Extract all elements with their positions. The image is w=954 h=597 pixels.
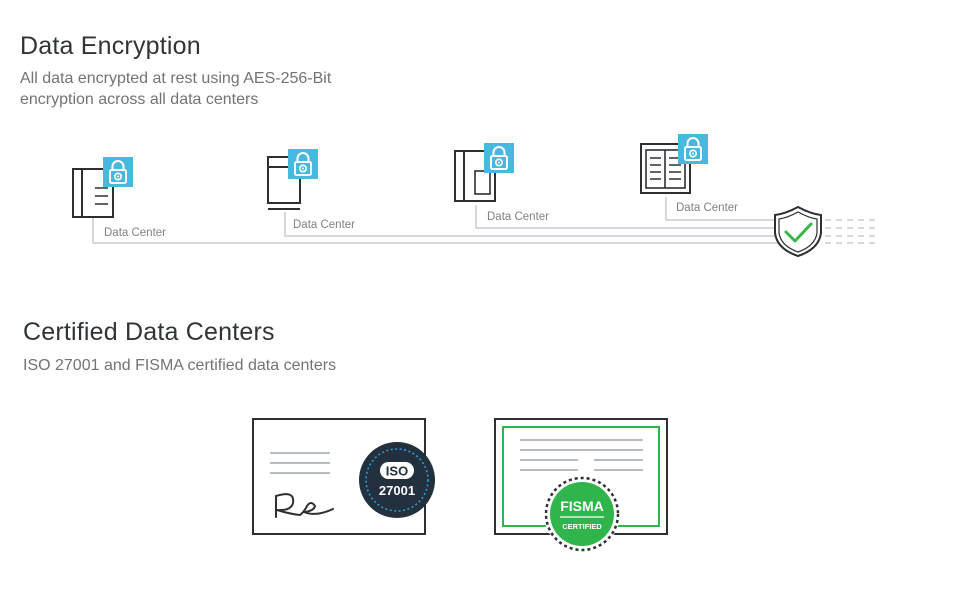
padlock-icon: [102, 156, 134, 188]
connection-line-1: [92, 218, 790, 244]
connection-line-3: [475, 205, 790, 229]
server-icon: [267, 156, 301, 210]
server-icon: [640, 143, 691, 194]
fisma-badge-line2: CERTIFIED: [562, 522, 602, 531]
encryption-description-line2: encryption across all data centers: [20, 91, 259, 108]
encryption-description: All data encrypted at rest using AES-256…: [20, 68, 440, 110]
iso-badge-line2: 27001: [379, 483, 415, 498]
padlock-icon: [483, 142, 515, 174]
certificate-text-lines: [520, 439, 643, 471]
data-center-label: Data Center: [676, 202, 738, 214]
padlock-icon: [677, 133, 709, 165]
signature-icon: [275, 493, 334, 518]
data-center-label: Data Center: [487, 211, 549, 223]
data-center-2: Data Center: [267, 148, 355, 231]
connection-lines: [92, 197, 880, 244]
data-center-1: Data Center: [72, 156, 166, 239]
iso-badge-line1: ISO: [386, 464, 408, 479]
padlock-icon: [287, 148, 319, 180]
fisma-badge: FISMA CERTIFIED: [544, 476, 620, 552]
certification-title: Certified Data Centers: [23, 318, 275, 346]
certificate-text-lines: [270, 452, 330, 474]
fisma-certificate: FISMA CERTIFIED: [494, 418, 668, 552]
connection-line-2: [284, 212, 790, 237]
connection-line-4: [665, 197, 790, 221]
fisma-badge-line1: FISMA: [560, 498, 604, 514]
data-center-3: Data Center: [454, 142, 549, 223]
encryption-description-line1: All data encrypted at rest using AES-256…: [20, 70, 332, 87]
data-center-label: Data Center: [293, 219, 355, 231]
data-center-label: Data Center: [104, 227, 166, 239]
iso-badge: ISO 27001: [359, 442, 435, 518]
server-icon: [454, 150, 496, 202]
connection-dashes: [825, 219, 880, 244]
shield-check-icon: [774, 205, 822, 258]
encryption-title: Data Encryption: [20, 32, 201, 60]
data-center-4: Data Center: [640, 133, 738, 214]
certification-description: ISO 27001 and FISMA certified data cente…: [23, 357, 337, 374]
server-icon: [72, 168, 114, 218]
iso-certificate: ISO 27001: [252, 418, 435, 535]
